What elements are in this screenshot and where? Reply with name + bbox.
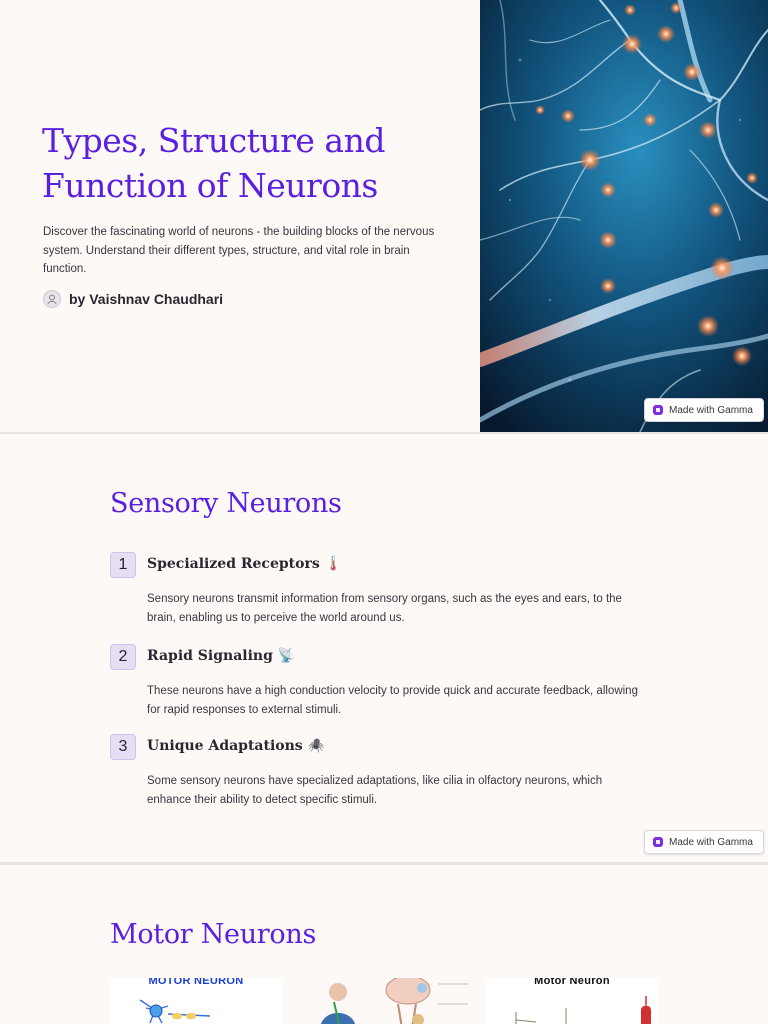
section-heading: Motor Neurons [110,919,316,950]
gamma-logo-icon [653,837,663,847]
item-body: Some sensory neurons have specialized ad… [147,775,603,806]
motor-pathway-illustration-image [298,978,470,1024]
sensory-neurons-slide: Sensory Neurons 1 Specialized Receptors … [0,434,768,862]
made-with-gamma-label: Made with Gamma [669,404,753,416]
item-title: Unique Adaptations 🕷️ [147,738,325,754]
made-with-gamma-label: Made with Gamma [669,836,753,848]
item-number: 1 [110,552,136,578]
item-number: 3 [110,734,136,760]
image-caption: MOTOR NEURON [148,978,244,987]
item-body: These neurons have a high conduction vel… [147,685,638,716]
author-avatar-icon [43,290,61,308]
motor-neuron-diagram-image: MOTOR NEURON [110,978,282,1024]
title-slide: Types, Structure and Function of Neurons… [0,0,768,432]
gamma-logo-icon [653,405,663,415]
slide-divider [0,432,768,434]
item-number: 2 [110,644,136,670]
intro-paragraph: Discover the fascinating world of neuron… [43,226,435,275]
presentation-title: Types, Structure and Function of Neurons [42,121,385,205]
author-name: by Vaishnav Chaudhari [69,291,224,307]
image-caption: Motor Neuron [534,978,610,987]
section-heading: Sensory Neurons [110,488,342,519]
author-byline: by Vaishnav Chaudhari [43,290,223,308]
neurons-hero-image [480,0,768,432]
motor-neuron-labeled-diagram-image: Motor Neuron [486,978,658,1024]
item-title: Specialized Receptors 🌡️ [147,556,343,572]
made-with-gamma-badge[interactable]: Made with Gamma [644,398,764,422]
item-title: Rapid Signaling 📡 [147,648,296,664]
slide-divider [0,862,768,865]
item-body: Sensory neurons transmit information fro… [147,593,622,624]
made-with-gamma-badge[interactable]: Made with Gamma [644,830,764,854]
motor-neurons-slide: Motor Neurons MOTOR NEURON Moto [0,865,768,1024]
